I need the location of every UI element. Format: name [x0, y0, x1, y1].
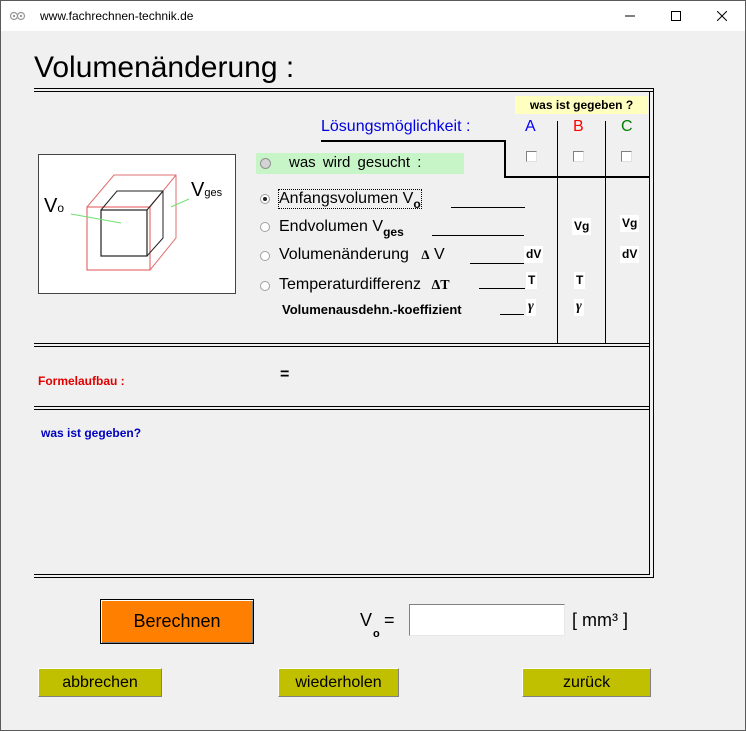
option-volume-change[interactable]: Volumenänderung Δ V — [279, 246, 445, 264]
column-separator-ab — [557, 121, 558, 343]
result-variable-sub: o — [373, 628, 380, 640]
back-button[interactable]: zurück — [522, 668, 651, 697]
radio-initial-volume[interactable] — [260, 194, 270, 204]
delta-t-symbol: ΔT — [431, 278, 450, 293]
label-vges: V — [191, 179, 205, 201]
result-equals: = — [384, 610, 395, 630]
column-b-label: B — [573, 118, 584, 135]
blank-line-3 — [470, 263, 524, 264]
frame-top-inner — [34, 91, 654, 92]
option-volume-change-label: Volumenänderung — [279, 246, 409, 263]
minimize-icon — [625, 15, 635, 17]
maximize-button[interactable] — [653, 1, 699, 31]
given-b-gamma: γ — [574, 299, 584, 316]
radio-temperature-difference[interactable] — [260, 281, 270, 291]
result-input[interactable] — [409, 604, 565, 636]
calculate-button[interactable]: Berechnen — [100, 599, 254, 644]
given-b-t: T — [574, 272, 586, 289]
divider-formula-top-2 — [34, 346, 650, 347]
blank-line-4 — [479, 288, 525, 289]
blank-line-5 — [500, 314, 524, 315]
divider-given-top-2 — [34, 409, 650, 410]
frame-bottom-outer — [34, 577, 654, 578]
frame-bottom-inner — [34, 574, 650, 575]
result-unit: [ mm³ ] — [572, 610, 628, 630]
column-c-label: C — [621, 118, 633, 135]
sought-label: was wird gesucht : — [289, 154, 422, 171]
option-temperature-difference-label: Temperaturdifferenz — [279, 276, 421, 293]
page-title: Volumenänderung : — [34, 51, 295, 84]
label-v: V — [44, 195, 58, 217]
result-variable: V — [360, 610, 373, 630]
label-initial-volume: Vo — [44, 195, 64, 218]
checkbox-option-c[interactable] — [621, 151, 632, 162]
given-b-vg: Vg — [572, 218, 592, 235]
checkbox-option-a[interactable] — [526, 151, 537, 162]
solution-base-line — [504, 176, 650, 178]
given-a-gamma: γ — [526, 299, 536, 316]
close-button[interactable] — [699, 1, 745, 31]
label-total-volume: Vges — [191, 179, 222, 202]
divider-given-top-1 — [34, 406, 650, 407]
checkbox-option-b[interactable] — [573, 151, 584, 162]
given-c-vg: Vg — [620, 215, 640, 232]
delta-symbol: Δ — [421, 247, 430, 262]
solution-options-label: Lösungsmöglichkeit : — [321, 118, 471, 135]
column-separator-bc — [605, 121, 606, 343]
given-c-dv: dV — [620, 246, 640, 263]
cancel-button[interactable]: abbrechen — [38, 668, 162, 697]
given-section-label: was ist gegeben? — [41, 426, 142, 440]
repeat-button[interactable]: wiederholen — [278, 668, 399, 697]
formula-equals: = — [280, 366, 290, 383]
option-initial-volume[interactable]: Anfangsvolumen Vo — [278, 189, 422, 211]
cube-diagram — [70, 174, 190, 271]
maximize-icon — [671, 11, 681, 21]
option-final-volume-sub: ges — [383, 225, 404, 239]
radio-volume-change[interactable] — [260, 251, 270, 261]
window-title: www.fachrechnen-technik.de — [40, 9, 194, 23]
minimize-button[interactable] — [607, 1, 653, 31]
cube-illustration: Vo Vges — [38, 154, 236, 294]
divider-formula-top-1 — [34, 343, 650, 344]
option-initial-volume-sub: o — [413, 197, 421, 211]
title-bar: www.fachrechnen-technik.de — [1, 1, 745, 31]
option-volume-change-v: V — [429, 246, 445, 263]
given-a-dv: dV — [524, 246, 544, 263]
option-temperature-difference[interactable]: Temperaturdifferenz ΔT — [279, 276, 450, 294]
app-icon — [10, 11, 26, 21]
frame-right-outer — [653, 88, 654, 578]
solution-underline — [321, 140, 505, 142]
solution-step-line — [504, 140, 506, 177]
column-a-label: A — [525, 118, 536, 135]
given-badge: was ist gegeben ? — [515, 96, 648, 114]
option-initial-volume-label: Anfangsvolumen V — [279, 190, 414, 207]
given-a-t: T — [526, 272, 538, 289]
blank-line-1 — [451, 207, 525, 208]
option-final-volume-label: Endvolumen V — [279, 218, 384, 235]
frame-top-outer — [34, 88, 654, 89]
label-v-sub: o — [57, 201, 65, 215]
coefficient-label: Volumenausdehn.-koeffizient — [282, 302, 462, 317]
frame-right-inner — [649, 91, 650, 575]
blank-line-2 — [432, 235, 524, 236]
close-icon — [717, 11, 727, 21]
option-final-volume[interactable]: Endvolumen Vges — [279, 218, 404, 239]
sought-header: was wird gesucht : — [256, 153, 464, 174]
radio-final-volume[interactable] — [260, 222, 270, 232]
label-vges-sub: ges — [204, 187, 223, 199]
formula-label: Formelaufbau : — [38, 374, 125, 388]
sought-radio-icon[interactable] — [260, 158, 271, 169]
